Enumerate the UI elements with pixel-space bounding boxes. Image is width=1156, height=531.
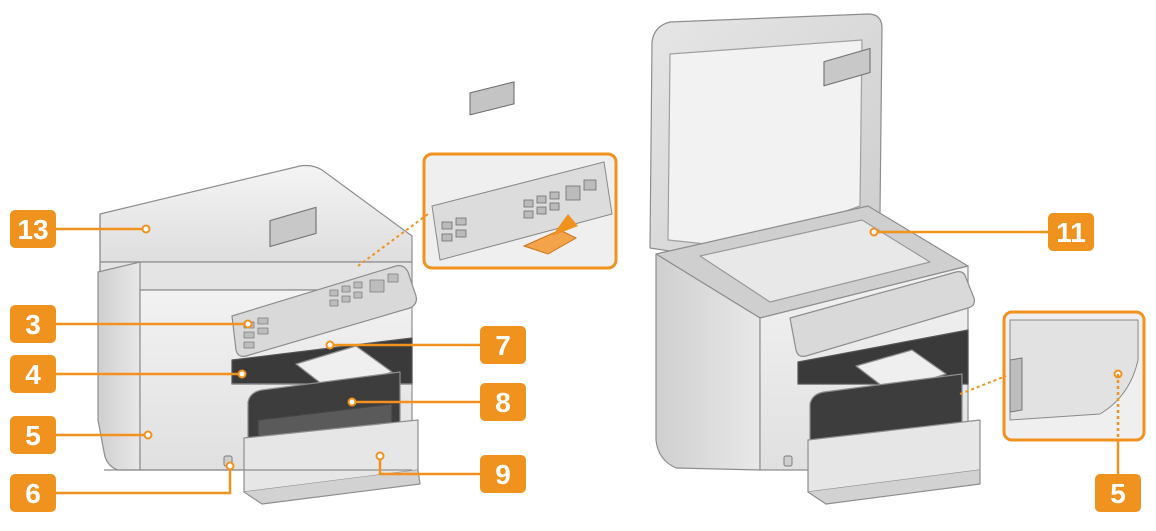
vent-inset — [1002, 310, 1146, 442]
callout-9-label: 9 — [495, 459, 511, 490]
leader-lines — [56, 227, 1120, 495]
callout-7: 7 — [480, 326, 526, 364]
leader-9 — [378, 456, 480, 476]
callout-6: 6 — [10, 474, 56, 512]
callout-11: 11 — [1048, 213, 1094, 251]
printer-open — [649, 13, 981, 505]
callout-5-left: 5 — [10, 416, 56, 454]
platen-glass — [699, 219, 931, 303]
callout-3-label: 3 — [25, 309, 41, 340]
callout-8: 8 — [480, 383, 526, 421]
printer-closed — [97, 164, 421, 505]
callout-4: 4 — [10, 355, 56, 393]
callout-5-left-label: 5 — [25, 420, 41, 451]
printer-side-panel — [97, 261, 141, 471]
callout-11-label: 11 — [1056, 217, 1086, 248]
callout-4-label: 4 — [25, 359, 41, 390]
callout-9: 9 — [480, 455, 526, 493]
callout-13: 13 — [10, 210, 56, 248]
callout-3: 3 — [10, 305, 56, 343]
callout-5-right-label: 5 — [1110, 478, 1126, 509]
scanner-cover — [99, 164, 413, 263]
callout-13-label: 13 — [17, 214, 48, 245]
inset-leader — [357, 213, 429, 267]
leader-6 — [56, 466, 232, 495]
callout-7-label: 7 — [495, 330, 511, 361]
callout-5-right: 5 — [1095, 474, 1141, 512]
callout-6-label: 6 — [25, 478, 41, 509]
callout-8-label: 8 — [495, 387, 511, 418]
vent-inset-leader — [959, 375, 1007, 395]
panel-inset — [422, 81, 618, 270]
